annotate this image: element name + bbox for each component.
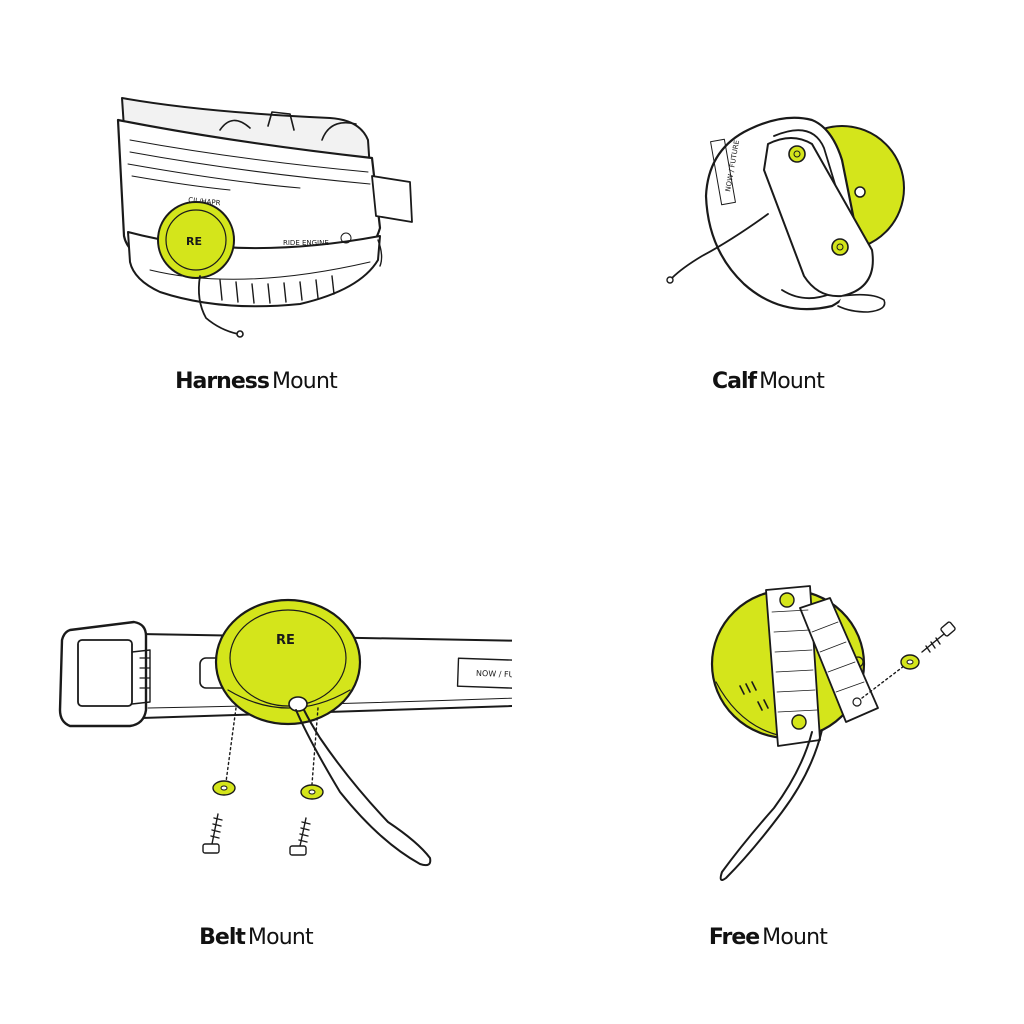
belt-illustration: NOW / FUTURE RE bbox=[58, 598, 512, 867]
calf-mount-title-rest: Mount bbox=[759, 369, 825, 394]
belt-mount-title-rest: Mount bbox=[247, 925, 314, 950]
free-illustration bbox=[710, 585, 956, 881]
svg-text:RE: RE bbox=[186, 235, 202, 248]
svg-text:RIDE ENGINE: RIDE ENGINE bbox=[283, 239, 329, 247]
harness-mount-title-bold: Harness bbox=[175, 369, 270, 394]
calf-illustration: NOW / FUTURE bbox=[666, 116, 905, 313]
belt-mount-title-bold: Belt bbox=[199, 925, 246, 950]
svg-text:CIL/HAPR: CIL/HAPR bbox=[188, 196, 221, 207]
svg-text:NOW / FUTURE: NOW / FUTURE bbox=[476, 669, 512, 680]
calf-mount-title-bold: Calf bbox=[711, 369, 757, 394]
free-mount-title-rest: Mount bbox=[762, 925, 828, 950]
harness-mount-title-rest: Mount bbox=[271, 369, 338, 394]
free-mount-title-bold: Free bbox=[708, 925, 760, 950]
svg-text:RE: RE bbox=[276, 633, 295, 648]
harness-illustration: CIL/HAPR RIDE ENGINE RE bbox=[116, 97, 413, 338]
